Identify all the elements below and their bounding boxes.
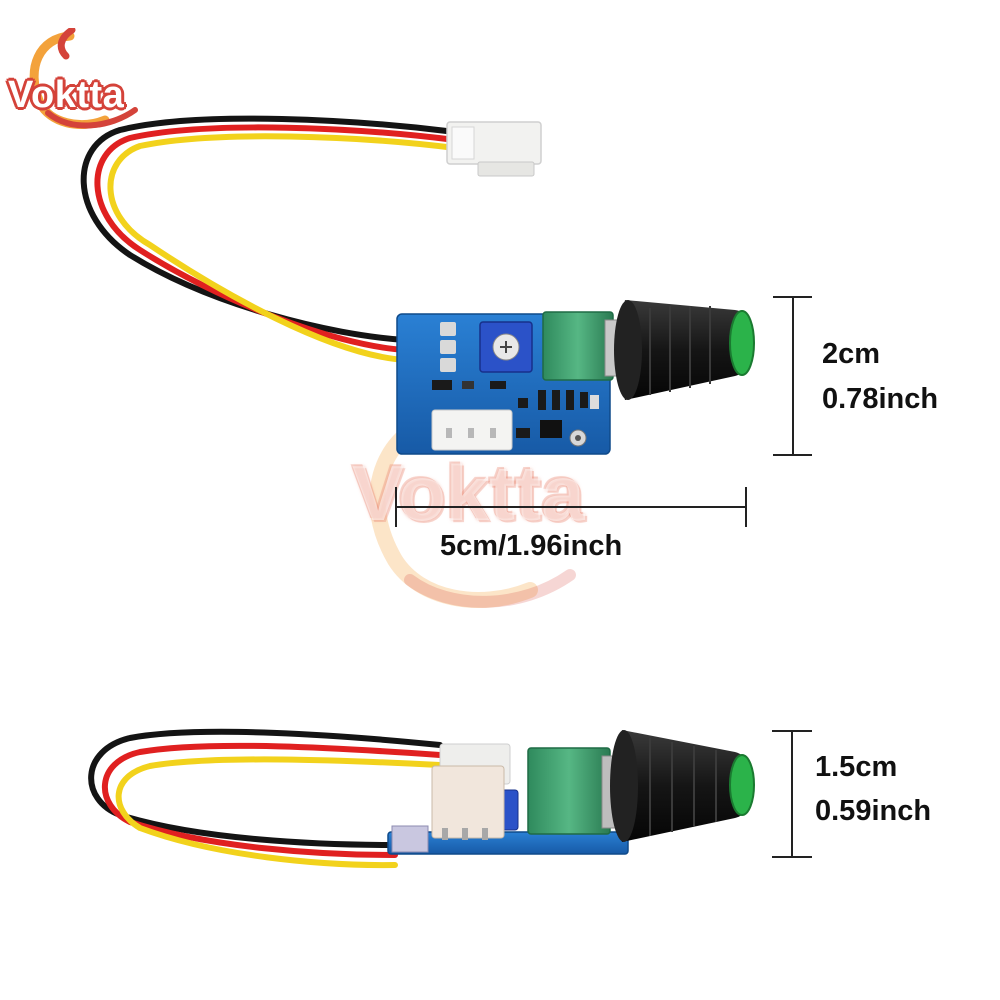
side-cable <box>88 728 443 869</box>
top-knob <box>614 300 755 400</box>
top-width-dimension <box>395 487 747 527</box>
top-height-dimension <box>773 296 812 456</box>
top-width-label: 5cm/1.96inch <box>440 530 623 562</box>
top-cable <box>80 115 458 363</box>
side-fan-connector <box>431 743 511 840</box>
logo-swirl-icon <box>29 26 138 129</box>
logo-text: Voktta <box>8 74 125 116</box>
top-height-imperial-label: 0.78inch <box>822 383 939 415</box>
side-height-imperial-label: 0.59inch <box>815 795 932 827</box>
top-fan-connector <box>446 121 542 177</box>
top-height-metric-label: 2cm <box>822 338 881 370</box>
brand-logo: Voktta <box>0 26 175 138</box>
side-knob <box>610 730 755 842</box>
side-height-dimension <box>772 730 812 858</box>
watermark-text: Voktta <box>352 449 585 537</box>
side-height-metric-label: 1.5cm <box>815 751 898 783</box>
